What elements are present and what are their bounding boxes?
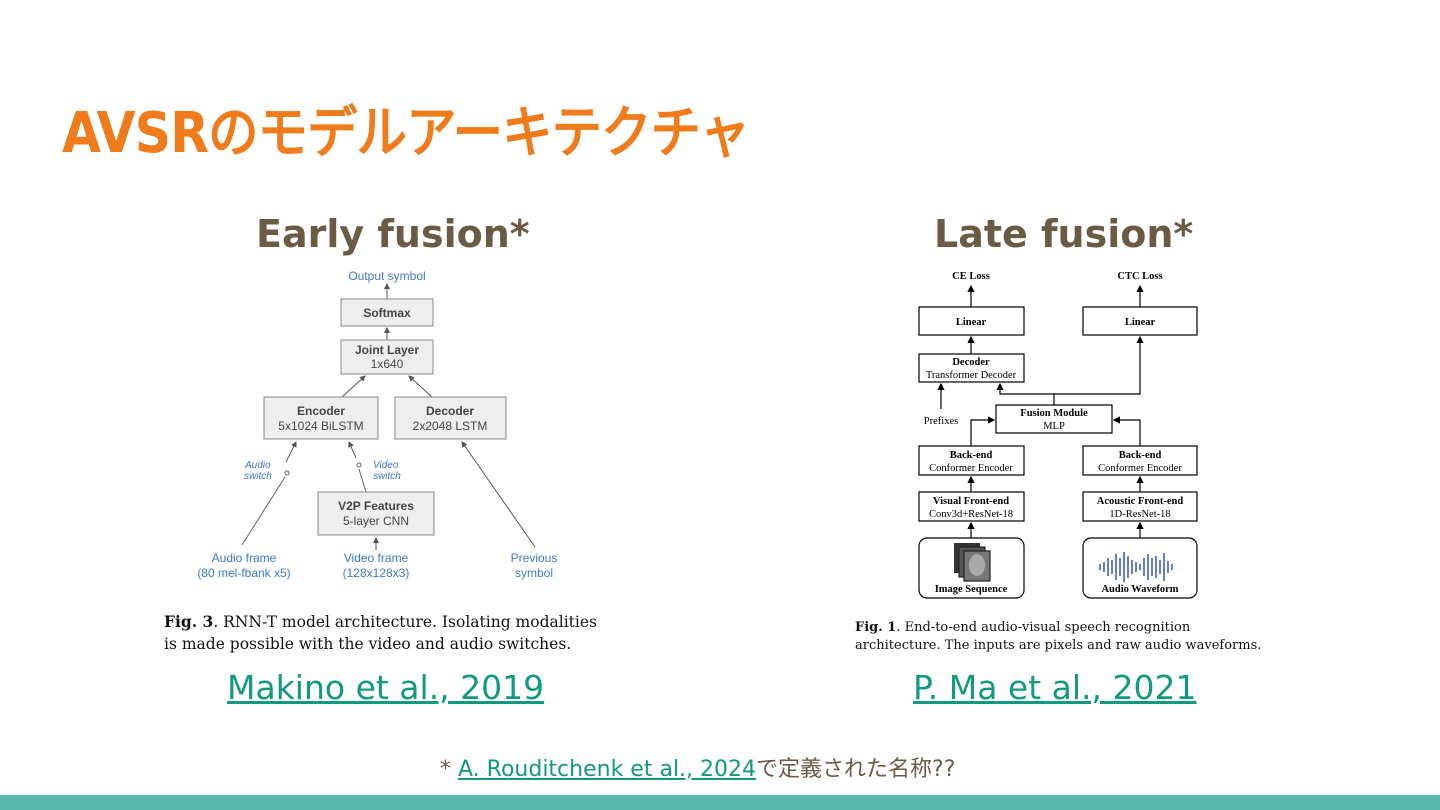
joint-layer-box: [340, 339, 434, 375]
bottom-accent-bar: [0, 795, 1440, 810]
decoder-title: Decoder: [426, 404, 474, 418]
video-frame-label-1: Video frame: [344, 551, 409, 565]
acoustic-frontend-title: Acoustic Front-end: [1097, 496, 1184, 507]
v2p-features-title: V2P Features: [338, 499, 414, 513]
visual-frontend-title: Visual Front-end: [933, 496, 1009, 507]
reference-link-ma[interactable]: P. Ma et al., 2021: [913, 668, 1197, 707]
ce-loss-label: CE Loss: [952, 271, 990, 282]
late-fusion-caption: Fig. 1. End-to-end audio-visual speech r…: [855, 619, 1275, 655]
late-caption-text: . End-to-end audio-visual speech recogni…: [855, 620, 1262, 654]
linear-left-label: Linear: [956, 317, 987, 328]
v2p-features-box: [317, 491, 435, 536]
fusion-module-title: Fusion Module: [1020, 408, 1088, 419]
audio-switch-label-2: switch: [244, 471, 272, 482]
video-switch-label-2: switch: [373, 471, 401, 482]
encoder-title: Encoder: [297, 404, 345, 418]
footnote-link[interactable]: A. Rouditchenk et al., 2024: [458, 757, 757, 782]
early-fusion-heading: Early fusion*: [256, 212, 530, 256]
acoustic-frontend-sub: 1D-ResNet-18: [1109, 509, 1170, 520]
fusion-module-sub: MLP: [1043, 421, 1065, 432]
early-fusion-caption: Fig. 3. RNN-T model architecture. Isolat…: [164, 611, 614, 655]
footnote: * A. Rouditchenk et al., 2024で定義された名称??: [440, 751, 955, 783]
audio-switch-label-1: Audio: [244, 460, 271, 471]
prefixes-label: Prefixes: [924, 416, 958, 427]
linear-right-label: Linear: [1125, 317, 1156, 328]
joint-layer-sub: 1x640: [371, 357, 404, 371]
early-caption-label: Fig. 3: [164, 612, 214, 631]
backend-left-title: Back-end: [950, 450, 993, 461]
late-fusion-heading: Late fusion*: [934, 212, 1194, 256]
previous-symbol-label-1: Previous: [511, 551, 558, 565]
fusion-module-box: [995, 404, 1113, 434]
late-fusion-diagram: CE Loss CTC Loss Linear Linear Decoder T…: [918, 271, 1198, 599]
backend-right-sub: Conformer Encoder: [1098, 463, 1182, 474]
video-frame-label-2: (128x128x3): [343, 566, 410, 580]
backend-left-box: [918, 445, 1025, 476]
output-symbol-label: Output symbol: [348, 269, 425, 283]
encoder-sub: 5x1024 BiLSTM: [278, 419, 363, 433]
decoder-sub: 2x2048 LSTM: [413, 419, 488, 433]
audio-waveform-label: Audio Waveform: [1101, 584, 1178, 595]
visual-frontend-sub: Conv3d+ResNet-18: [929, 509, 1013, 520]
waveform-icon: [1099, 552, 1173, 582]
early-fusion-diagram: Output symbol Softmax Joint Layer 1x640 …: [197, 269, 558, 580]
audio-frame-label-2: (80 mel-fbank x5): [197, 566, 290, 580]
early-caption-text: . RNN-T model architecture. Isolating mo…: [164, 613, 597, 653]
linear-right-box: [1082, 306, 1198, 336]
backend-left-sub: Conformer Encoder: [929, 463, 1013, 474]
visual-frontend-box: [918, 491, 1025, 522]
encoder-box: [263, 396, 379, 440]
decoder-sub: Transformer Decoder: [926, 370, 1017, 381]
joint-layer-title: Joint Layer: [355, 343, 419, 357]
footnote-suffix: で定義された名称??: [756, 757, 956, 782]
decoder-box: [394, 396, 507, 440]
acoustic-frontend-box: [1082, 491, 1198, 522]
reference-link-makino[interactable]: Makino et al., 2019: [227, 668, 545, 707]
footnote-star: *: [440, 757, 458, 782]
video-switch-label-1: Video: [373, 460, 399, 471]
previous-symbol-label-2: symbol: [515, 566, 553, 580]
linear-left-box: [918, 306, 1025, 336]
slide-title: AVSRのモデルアーキテクチャ: [62, 101, 750, 166]
softmax-box: [340, 298, 434, 327]
face-images-icon: [954, 543, 991, 582]
decoder-box: [918, 353, 1025, 383]
late-caption-label: Fig. 1: [855, 620, 897, 635]
softmax-label: Softmax: [363, 306, 411, 320]
audio-frame-label-1: Audio frame: [212, 551, 277, 565]
ctc-loss-label: CTC Loss: [1117, 271, 1162, 282]
backend-right-box: [1082, 445, 1198, 476]
decoder-title: Decoder: [952, 357, 990, 368]
image-sequence-label: Image Sequence: [935, 584, 1008, 595]
v2p-features-sub: 5-layer CNN: [343, 514, 409, 528]
backend-right-title: Back-end: [1119, 450, 1162, 461]
